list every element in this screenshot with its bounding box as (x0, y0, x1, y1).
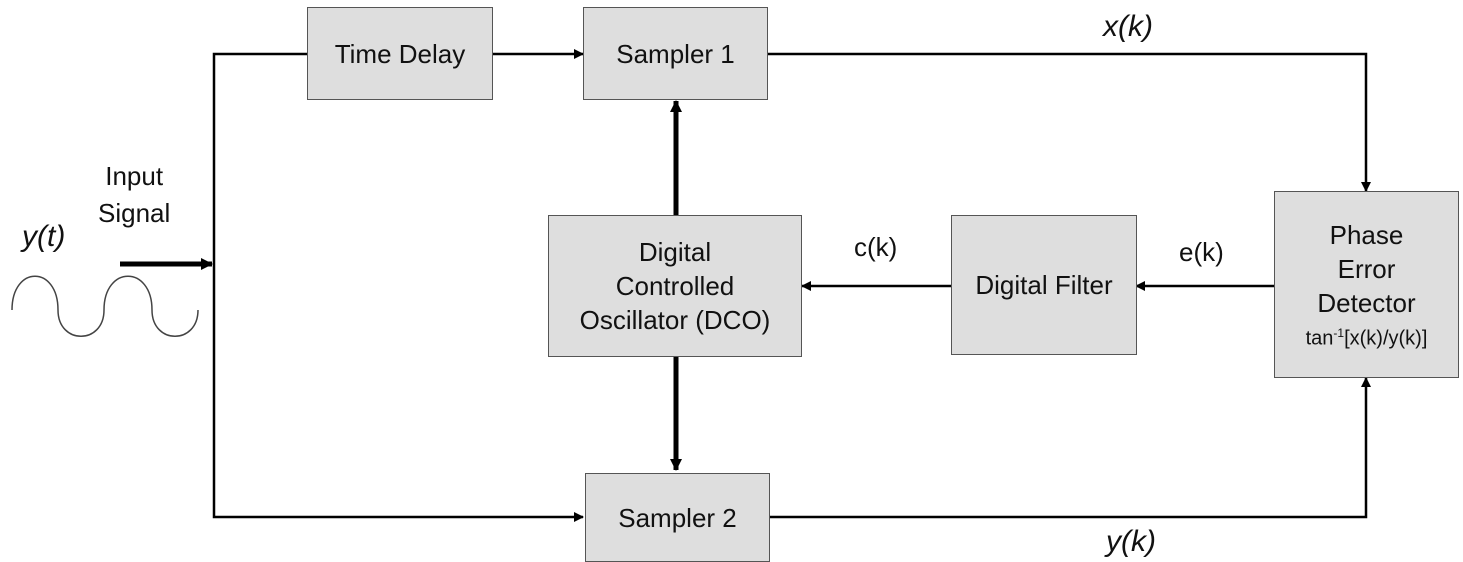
ped-label-line1: Phase (1329, 219, 1404, 250)
ped-formula: tan-1[x(k)/y(k)] (1305, 325, 1428, 350)
sampler1-label: Sampler 1 (616, 38, 735, 69)
ped-label-line2: Error (1337, 253, 1396, 284)
input-waveform-icon (11, 275, 199, 337)
yk-label: y(k) (1106, 525, 1156, 558)
time-delay-block: Time Delay (307, 7, 493, 100)
phase-error-detector-block: Phase Error Detector tan-1[x(k)/y(k)] (1274, 191, 1459, 378)
yt-label: y(t) (22, 220, 66, 253)
sampler2-block: Sampler 2 (585, 473, 770, 562)
xk-line (767, 52, 1371, 192)
digital-filter-block: Digital Filter (951, 215, 1137, 355)
time-delay-label: Time Delay (334, 38, 466, 69)
digital-filter-label: Digital Filter (975, 270, 1113, 300)
yk-line (769, 377, 1371, 519)
input-bus-line (212, 52, 584, 522)
ck-label: c(k) (854, 232, 898, 262)
dco-label-line2: Controlled (615, 271, 735, 301)
dco-label-line1: Digital (638, 237, 712, 267)
input-signal-label: Input Signal (98, 161, 171, 228)
sampler1-block: Sampler 1 (583, 7, 768, 100)
sampler2-label: Sampler 2 (618, 502, 737, 533)
dco-block: Digital Controlled Oscillator (DCO) (548, 215, 802, 357)
dco-label-line3: Oscillator (DCO) (579, 305, 771, 335)
xk-label: x(k) (1103, 10, 1153, 43)
ek-label: e(k) (1179, 237, 1224, 267)
ped-label-line3: Detector (1317, 287, 1416, 318)
